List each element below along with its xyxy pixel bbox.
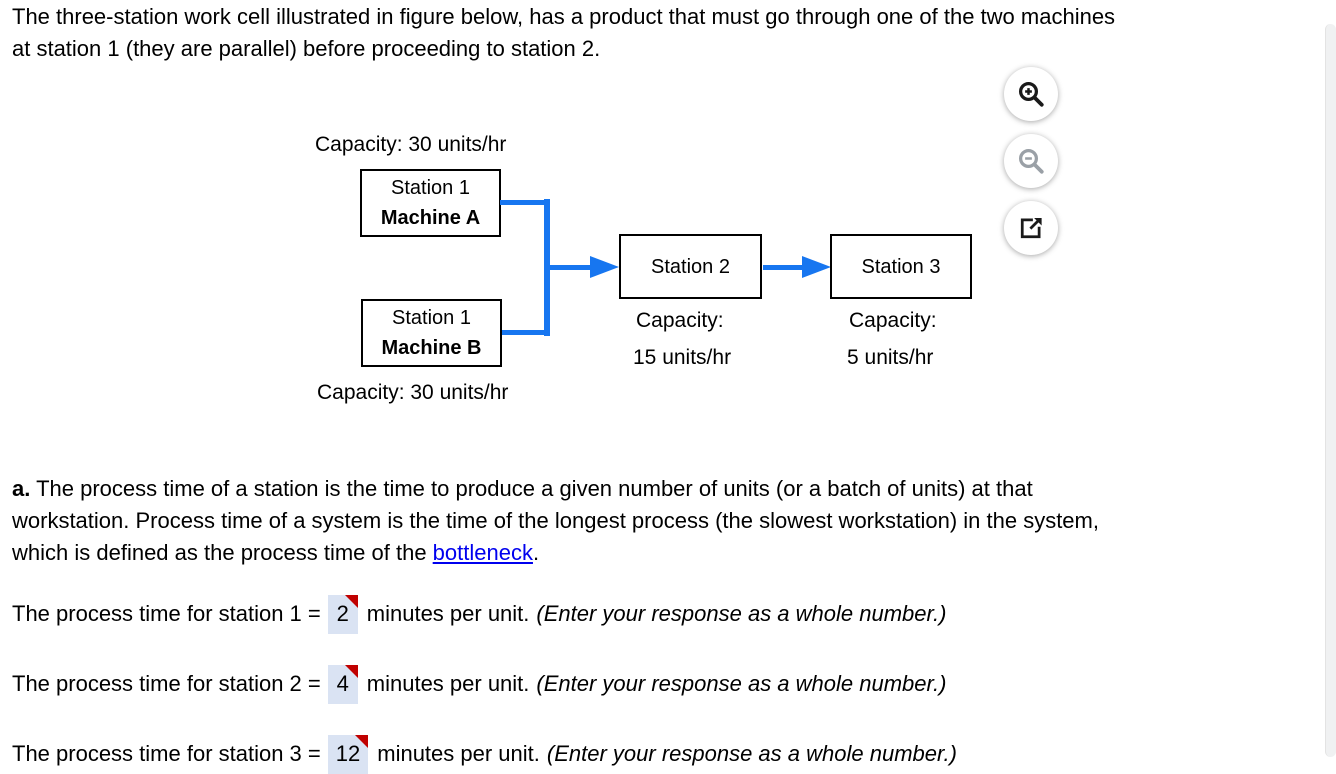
magnifier-plus-icon xyxy=(1018,81,1044,107)
external-link-icon xyxy=(1020,218,1042,239)
station-3-process-time-input[interactable]: 12 xyxy=(327,734,369,774)
answer-suffix: minutes per unit. xyxy=(377,741,540,766)
answered-marker-icon xyxy=(355,734,369,748)
zoom-out-button[interactable] xyxy=(1004,134,1058,188)
bottleneck-link[interactable]: bottleneck xyxy=(432,540,533,565)
arrow-to-station2-shaft xyxy=(548,265,592,270)
zoom-in-button[interactable] xyxy=(1004,67,1058,121)
arrow-to-station3-shaft xyxy=(763,265,807,270)
intro-line-2: at station 1 (they are parallel) before … xyxy=(12,36,601,61)
station2-label: Station 2 xyxy=(651,255,730,278)
question-a-line-3-text: which is defined as the process time of … xyxy=(12,540,433,565)
connector-merge-line xyxy=(544,199,550,336)
station3-box: Station 3 xyxy=(830,234,972,299)
answer-note: (Enter your response as a whole number.) xyxy=(536,601,947,626)
arrow-to-station3-head-icon xyxy=(802,256,831,278)
question-a-line-2: workstation. Process time of a system is… xyxy=(12,508,1099,533)
answer-prefix: The process time for station 3 = xyxy=(12,741,321,766)
station-2-process-time-input[interactable]: 4 xyxy=(327,664,358,704)
open-in-new-window-button[interactable] xyxy=(1004,201,1058,255)
connector-machine-b-line xyxy=(502,330,548,335)
intro-line-1: The three-station work cell illustrated … xyxy=(12,4,1116,29)
station-1-process-time-input[interactable]: 2 xyxy=(327,594,358,634)
station2-box: Station 2 xyxy=(619,234,762,299)
answer-row-station-1: The process time for station 1 = 2 minut… xyxy=(12,594,946,634)
station3-capacity-line1: Capacity: xyxy=(849,309,937,332)
answered-marker-icon xyxy=(344,664,358,678)
machine-b-label: Machine B xyxy=(381,337,482,359)
answer-row-station-2: The process time for station 2 = 4 minut… xyxy=(12,664,946,704)
station3-capacity-line2: 5 units/hr xyxy=(847,346,934,369)
station2-capacity-line2: 15 units/hr xyxy=(633,346,732,369)
answer-suffix: minutes per unit. xyxy=(366,671,530,696)
station1-machine-a-title: Station 1 xyxy=(391,177,470,199)
station1-machine-b-box: Station 1 Machine B xyxy=(361,299,502,367)
station1-machine-b-title: Station 1 xyxy=(392,307,471,329)
machine-a-capacity-label: Capacity: 30 units/hr xyxy=(315,133,507,156)
question-a-line-3-period: . xyxy=(532,540,540,565)
magnifier-minus-icon xyxy=(1018,148,1044,174)
answer-prefix: The process time for station 2 = xyxy=(12,671,321,696)
machine-b-capacity-label: Capacity: 30 units/hr xyxy=(317,381,509,404)
answer-suffix: minutes per unit. xyxy=(366,601,530,626)
question-a-line-1: a. The process time of a station is the … xyxy=(12,473,1099,505)
intro-paragraph: The three-station work cell illustrated … xyxy=(12,1,1115,65)
station3-label: Station 3 xyxy=(861,255,941,278)
question-a: a. The process time of a station is the … xyxy=(12,473,1099,569)
question-a-line-1-text: The process time of a station is the tim… xyxy=(30,476,1033,501)
machine-a-label: Machine A xyxy=(380,207,481,229)
answer-note: (Enter your response as a whole number.) xyxy=(546,741,957,766)
answer-prefix: The process time for station 1 = xyxy=(12,601,321,626)
answer-row-station-3: The process time for station 3 = 12 minu… xyxy=(12,734,957,774)
vertical-scrollbar[interactable] xyxy=(1325,24,1336,757)
station2-capacity-line1: Capacity: xyxy=(636,309,724,332)
connector-machine-a-line xyxy=(500,200,548,205)
answered-marker-icon xyxy=(344,594,358,608)
question-a-label: a. xyxy=(12,476,31,501)
station1-machine-a-box: Station 1 Machine A xyxy=(360,169,501,237)
question-a-line-3: which is defined as the process time of … xyxy=(12,537,1099,569)
answer-note: (Enter your response as a whole number.) xyxy=(536,671,947,696)
arrow-to-station2-head-icon xyxy=(590,256,619,278)
